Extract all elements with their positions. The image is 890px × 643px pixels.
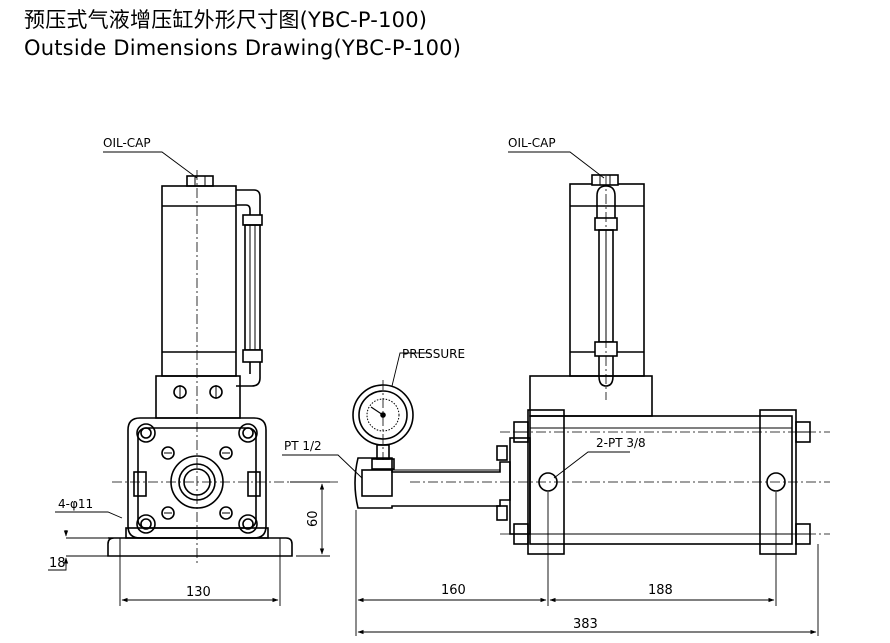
cylinder-flange-left <box>509 437 531 535</box>
bolt-icon <box>219 446 233 460</box>
sight-glass-left <box>236 189 263 387</box>
front-view <box>107 170 340 566</box>
nut-icon <box>136 514 156 534</box>
dim-188: 188 <box>648 583 673 598</box>
cylinder-barrel <box>529 415 793 545</box>
dimension-lines <box>48 151 819 636</box>
pt-three-eighths-label: 2-PT 3/8 <box>596 436 646 450</box>
bolt-icon <box>161 506 175 520</box>
bolt-icon <box>173 385 187 399</box>
dim-383: 383 <box>573 617 598 632</box>
nut-icon <box>238 423 258 443</box>
pressure-label: PRESSURE <box>402 347 465 361</box>
bolt-icon <box>219 506 233 520</box>
oil-reservoir-left <box>161 185 237 377</box>
dim-60: 60 <box>306 510 321 527</box>
oil-cap-right-icon <box>591 174 619 186</box>
title-english: Outside Dimensions Drawing(YBC-P-100) <box>24 36 462 60</box>
dim-18: 18 <box>49 556 66 571</box>
oil-cap-left-label: OIL-CAP <box>103 136 151 150</box>
nut-icon <box>136 423 156 443</box>
mounting-foot-left <box>107 537 293 557</box>
inlet-extension <box>354 457 511 509</box>
nut-icon <box>238 514 258 534</box>
pt-half-label: PT 1/2 <box>284 439 322 453</box>
oil-cap-right-label: OIL-CAP <box>508 136 556 150</box>
side-view <box>352 174 830 555</box>
valve-block-left <box>155 375 241 419</box>
holes-label: 4-φ11 <box>58 497 93 511</box>
dim-130: 130 <box>186 585 211 600</box>
dim-160: 160 <box>441 583 466 598</box>
title-chinese: 预压式气液增压缸外形尺寸图(YBC-P-100) <box>24 8 428 32</box>
oil-cap-left-icon <box>186 175 214 187</box>
bolt-icon <box>209 385 223 399</box>
bolt-icon <box>161 446 175 460</box>
